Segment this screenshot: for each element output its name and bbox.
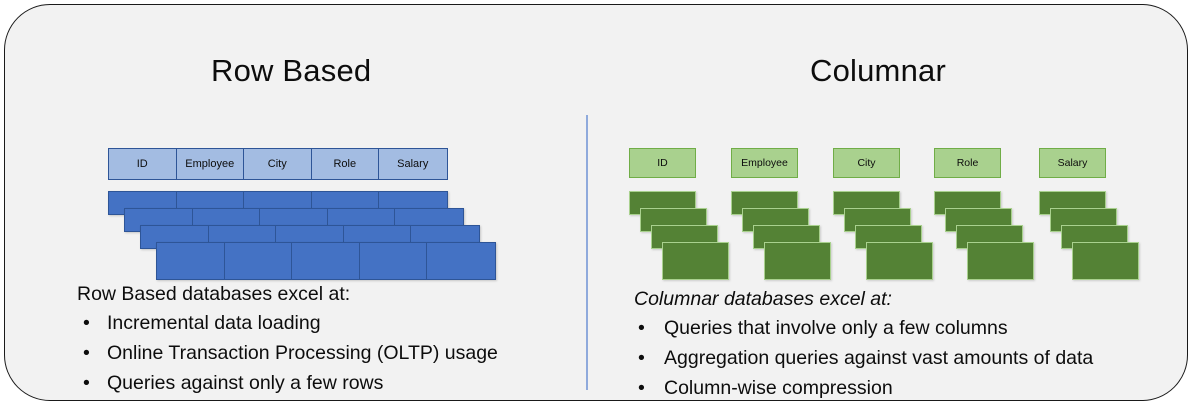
row-record-cell: [244, 192, 312, 214]
row-record-cell: [225, 243, 292, 279]
columnar-card: [764, 242, 831, 280]
row-record-cell: [328, 209, 395, 231]
bullet-item: • Online Transaction Processing (OLTP) us…: [77, 338, 498, 368]
columnar-card: [662, 242, 729, 280]
columnar-stack-role: [934, 191, 1044, 281]
bullet-dot-icon: •: [638, 377, 645, 399]
row-record-cell: [360, 243, 427, 279]
bullet-text: Aggregation queries against vast amounts…: [664, 347, 1094, 369]
row-record-cell: [260, 209, 328, 231]
columnar-lead: Columnar databases excel at:: [634, 288, 892, 310]
columnar-header-city: City: [833, 148, 900, 178]
row-header-cell-role: Role: [312, 149, 379, 179]
row-based-row-stack: [108, 191, 528, 281]
bullet-dot-icon: •: [638, 347, 645, 369]
bullet-item: • Queries against only a few rows: [77, 368, 498, 398]
columnar-bullet-list: • Queries that involve only a few columns…: [634, 313, 1093, 403]
row-record-cell: [125, 209, 193, 231]
row-header-cell-employee: Employee: [177, 149, 244, 179]
row-based-title: Row Based: [211, 53, 372, 88]
row-based-lead: Row Based databases excel at:: [77, 283, 351, 305]
bullet-item: • Aggregation queries against vast amount…: [634, 343, 1093, 373]
columnar-card: [866, 242, 933, 280]
columnar-stack-salary: [1039, 191, 1149, 281]
row-header-cell-salary: Salary: [397, 158, 429, 170]
row-record-cell: [141, 226, 209, 248]
row-record-cell: [177, 192, 244, 214]
row-record-cell: [427, 243, 495, 279]
columnar-description: Columnar databases excel at: • Queries th…: [634, 285, 1093, 403]
row-header-cell-city: City: [244, 149, 312, 179]
bullet-item: • Incremental data loading: [77, 308, 498, 338]
columnar-header-id: ID: [629, 148, 696, 178]
row-record-cell: [344, 226, 411, 248]
bullet-text: Online Transaction Processing (OLTP) usa…: [107, 342, 498, 364]
bullet-text: Queries against only a few rows: [107, 372, 384, 394]
columnar-stack-employee: [731, 191, 841, 281]
bullet-dot-icon: •: [638, 317, 645, 339]
columnar-title: Columnar: [810, 53, 946, 88]
row-record: [156, 242, 496, 280]
columnar-stack-city: [833, 191, 943, 281]
columnar-header-employee: Employee: [731, 148, 798, 178]
columnar-header-role: Role: [934, 148, 1001, 178]
row-record-cell: [209, 226, 276, 248]
columnar-card: [967, 242, 1034, 280]
bullet-text: Queries that involve only a few columns: [664, 317, 1008, 339]
row-record-cell: [109, 192, 177, 214]
row-record-cell: [193, 209, 260, 231]
bullet-dot-icon: •: [83, 312, 90, 334]
columnar-stack-id: [629, 191, 739, 281]
vertical-divider: [586, 115, 588, 390]
row-header-cell-id: ID: [109, 149, 177, 179]
bullet-text: Column-wise compression: [664, 377, 893, 399]
row-record-cell: [312, 192, 379, 214]
row-based-bullet-list: • Incremental data loading • Online Transac…: [77, 308, 498, 398]
row-record-cell: [292, 243, 360, 279]
bullet-text: Incremental data loading: [107, 312, 321, 334]
row-based-description: Row Based databases excel at: • Increment…: [77, 280, 498, 398]
bullet-item: • Queries that involve only a few columns: [634, 313, 1093, 343]
columnar-card: [1072, 242, 1139, 280]
bullet-item: • Column-wise compression: [634, 373, 1093, 403]
row-record-cell: [276, 226, 344, 248]
row-record-cell: [157, 243, 225, 279]
bullet-dot-icon: •: [83, 372, 90, 394]
bullet-dot-icon: •: [83, 342, 90, 364]
columnar-header-salary: Salary: [1039, 148, 1106, 178]
